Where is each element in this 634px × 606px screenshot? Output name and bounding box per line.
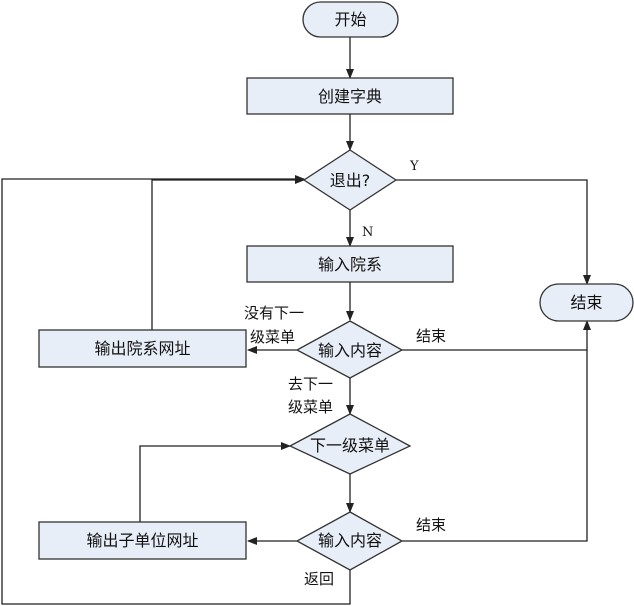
edge-output-unit-back-to-next-menu	[139, 442, 291, 522]
exit-decision-diamond	[302, 149, 398, 211]
node-output-dept-url: 输出院系网址	[38, 329, 247, 368]
create-dict-box	[246, 77, 454, 115]
label-yes: Y	[409, 159, 419, 174]
exit-decision-label: 退出?	[330, 171, 371, 190]
next-menu-label: 下一级菜单	[310, 436, 390, 455]
label-goto-submenu-line1: 去下一	[288, 375, 333, 393]
node-next-menu: 下一级菜单	[288, 413, 412, 475]
node-input-dept: 输入院系	[246, 245, 454, 283]
next-menu-diamond	[288, 413, 412, 475]
output-unit-url-box	[38, 521, 247, 560]
node-end: 结束	[539, 283, 634, 322]
input-content-2-diamond	[295, 511, 404, 571]
input-dept-box	[246, 245, 454, 283]
edge-exit-yes-to-end	[396, 179, 591, 285]
edge-labels: Y N 没有下一 级菜单 结束 去下一 级菜单 结束 返回	[244, 159, 446, 588]
label-back: 返回	[304, 570, 334, 588]
output-dept-url-box	[38, 329, 247, 368]
input-content-1-label: 输入内容	[318, 341, 382, 360]
output-dept-url-label: 输出院系网址	[94, 339, 190, 358]
label-end-1: 结束	[416, 327, 446, 345]
input-content-1-diamond	[295, 320, 404, 379]
node-create-dict: 创建字典	[246, 77, 454, 115]
label-no-submenu-line1: 没有下一	[244, 304, 304, 322]
end-label: 结束	[570, 293, 602, 312]
node-start: 开始	[302, 1, 399, 38]
start-terminal	[302, 1, 399, 38]
node-input-content-1: 输入内容	[295, 320, 404, 379]
end-terminal	[539, 283, 634, 322]
label-no-submenu-line2: 级菜单	[250, 328, 295, 346]
label-end-2: 结束	[416, 516, 446, 534]
node-exit-decision: 退出?	[302, 149, 398, 211]
input-content-2-label: 输入内容	[318, 531, 382, 550]
edge-output-dept-back-to-exit	[151, 176, 305, 330]
create-dict-label: 创建字典	[318, 87, 382, 106]
start-label: 开始	[334, 10, 366, 29]
edge-content2-back-to-exit	[1, 175, 351, 605]
output-unit-url-label: 输出子单位网址	[86, 531, 198, 550]
edge-content2-end	[402, 350, 588, 542]
node-input-content-2: 输入内容	[295, 511, 404, 571]
label-goto-submenu-line2: 级菜单	[288, 398, 333, 416]
edges	[1, 37, 591, 605]
input-dept-label: 输入院系	[318, 255, 382, 274]
label-no: N	[362, 225, 373, 240]
node-output-unit-url: 输出子单位网址	[38, 521, 247, 560]
